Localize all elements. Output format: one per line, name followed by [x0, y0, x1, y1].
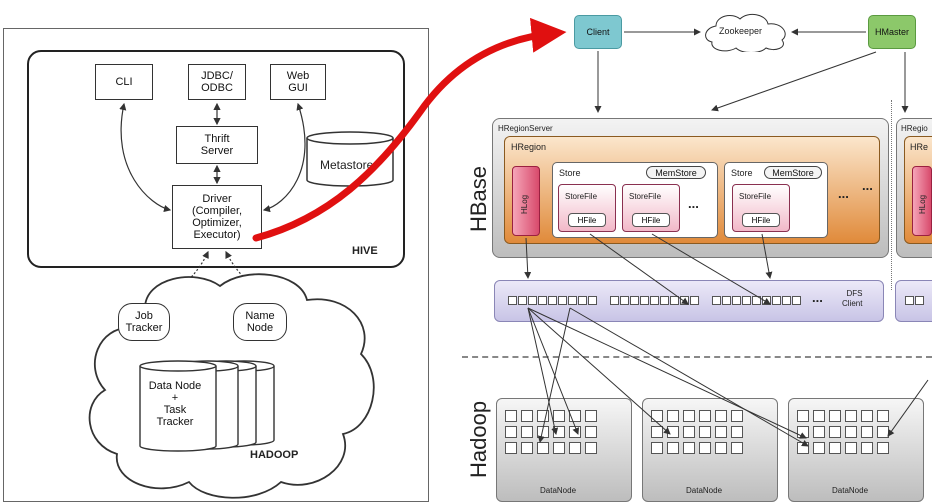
store-label: Store	[731, 168, 753, 178]
zookeeper-cloud	[705, 13, 786, 52]
hbase-hadoop-separator	[462, 356, 932, 358]
datanode-blocks	[651, 410, 743, 454]
store-ellipsis: ...	[838, 186, 849, 201]
hive-hadoop-frame	[3, 28, 429, 502]
dfs-block-group-partial	[905, 296, 924, 305]
storefile-label: StoreFile	[739, 192, 772, 201]
web-gui-box: Web GUI	[270, 64, 326, 100]
hfile-box: HFile	[568, 213, 606, 227]
hadoop-left-label: HADOOP	[250, 449, 299, 461]
memstore-pill: MemStore	[764, 166, 822, 179]
data-node-label: Data Node + Task Tracker	[148, 380, 202, 428]
dfs-block-group	[508, 296, 597, 305]
dfs-ellipsis: ...	[812, 290, 823, 305]
dfs-client-label: DFS Client	[842, 289, 863, 308]
hregion-partial-label: HRe	[910, 142, 929, 152]
datanode-blocks	[797, 410, 889, 454]
storefile-label: StoreFile	[629, 192, 662, 201]
storefile-ellipsis: ...	[688, 196, 699, 211]
store-label: Store	[559, 168, 581, 178]
server-divider	[891, 100, 892, 290]
metastore-label: Metastore	[320, 158, 374, 172]
driver-box: Driver (Compiler, Optimizer, Executor)	[172, 185, 262, 249]
hive-label: HIVE	[352, 245, 378, 257]
zookeeper-label: Zookeeper	[719, 26, 763, 36]
name-node-box: Name Node	[233, 303, 287, 341]
hregion-label: HRegion	[511, 142, 547, 152]
hfile-box: HFile	[632, 213, 670, 227]
hregionserver-partial-label: HRegio	[901, 124, 928, 133]
datanode-label: DataNode	[832, 486, 869, 495]
region-ellipsis: ...	[862, 178, 873, 193]
hregionserver-label: HRegionServer	[498, 124, 553, 133]
cli-box: CLI	[95, 64, 153, 100]
client-node: Client	[574, 15, 622, 49]
job-tracker-box: Job Tracker	[118, 303, 170, 341]
data-node-stack	[139, 360, 275, 452]
hlog-box	[512, 166, 540, 236]
memstore-pill: MemStore	[646, 166, 706, 179]
datanode-label: DataNode	[540, 486, 577, 495]
jdbc-odbc-box: JDBC/ ODBC	[188, 64, 246, 100]
storefile-box	[558, 184, 616, 232]
thrift-server-box: Thrift Server	[176, 126, 258, 164]
datanode-label: DataNode	[686, 486, 723, 495]
storefile-label: StoreFile	[565, 192, 598, 201]
hmaster-node: HMaster	[868, 15, 916, 49]
hfile-box: HFile	[742, 213, 780, 227]
